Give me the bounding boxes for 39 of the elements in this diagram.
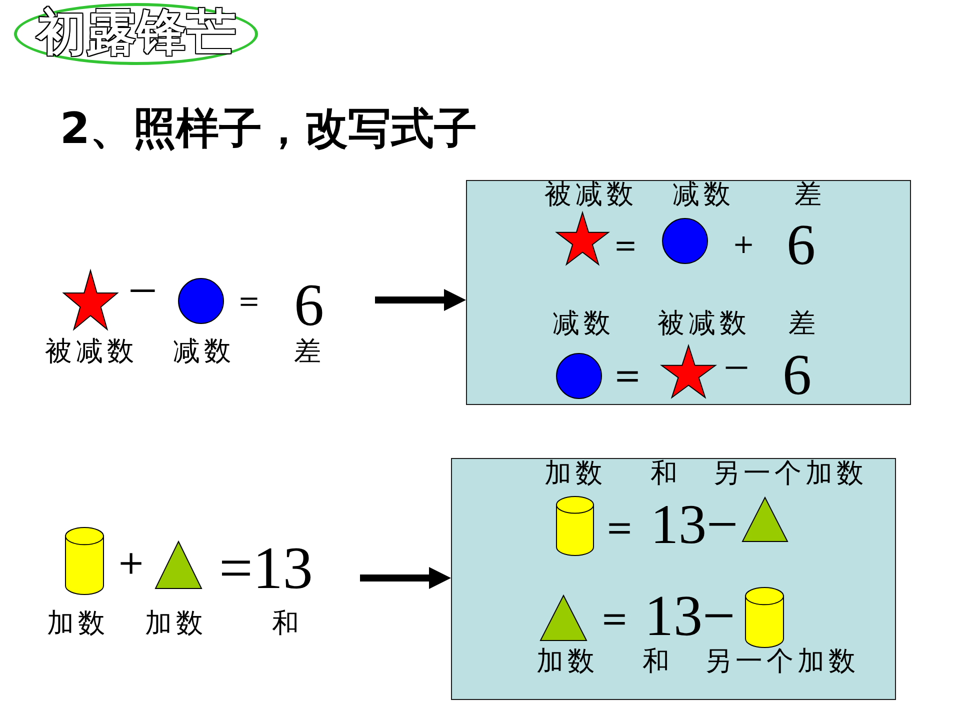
equation-text: =13: [219, 538, 313, 598]
minus-sign: −: [724, 344, 750, 390]
plus-sign: ＋: [728, 226, 760, 258]
equals-sign: ＝: [608, 354, 648, 394]
equals-sign: ＝: [233, 284, 265, 316]
term-label: 被减数: [45, 338, 138, 365]
term-label: 和: [272, 610, 303, 637]
arrow: [360, 567, 451, 589]
term-label: 差: [794, 180, 826, 208]
term-label: 加数: [47, 610, 109, 637]
term-label: 减数: [173, 338, 235, 365]
term-label: 加数: [544, 460, 606, 486]
number-text: 6: [786, 216, 816, 274]
task-title: 2、照样子，改写式子: [60, 108, 477, 151]
term-label: 减数: [552, 310, 614, 336]
equation-text: 13−: [644, 586, 736, 644]
term-label: 减数: [672, 180, 734, 208]
equals-sign: ＝: [600, 506, 640, 546]
equals-sign: ＝: [608, 228, 642, 262]
section-heading: 初露锋芒: [37, 8, 237, 57]
answer-panel: [451, 458, 896, 700]
number-text: 6: [294, 275, 324, 335]
term-label: 和: [642, 648, 674, 674]
term-label: 加数: [145, 610, 207, 637]
minus-sign: −: [128, 266, 158, 318]
term-label: 另一个加数: [704, 648, 860, 674]
term-label: 和: [650, 460, 682, 486]
term-label: 被减数: [658, 310, 750, 336]
number-text: 6: [782, 346, 812, 404]
term-label: 加数: [536, 648, 598, 674]
answer-panel: [466, 180, 911, 405]
term-label: 另一个加数: [712, 460, 868, 486]
term-label: 差: [294, 338, 325, 365]
arrow: [375, 289, 466, 311]
equation-text: 13−: [650, 496, 738, 552]
term-label: 差: [788, 310, 820, 336]
term-label: 被减数: [544, 180, 638, 208]
equals-sign: ＝: [594, 598, 634, 638]
plus-sign: ＋: [111, 542, 151, 582]
